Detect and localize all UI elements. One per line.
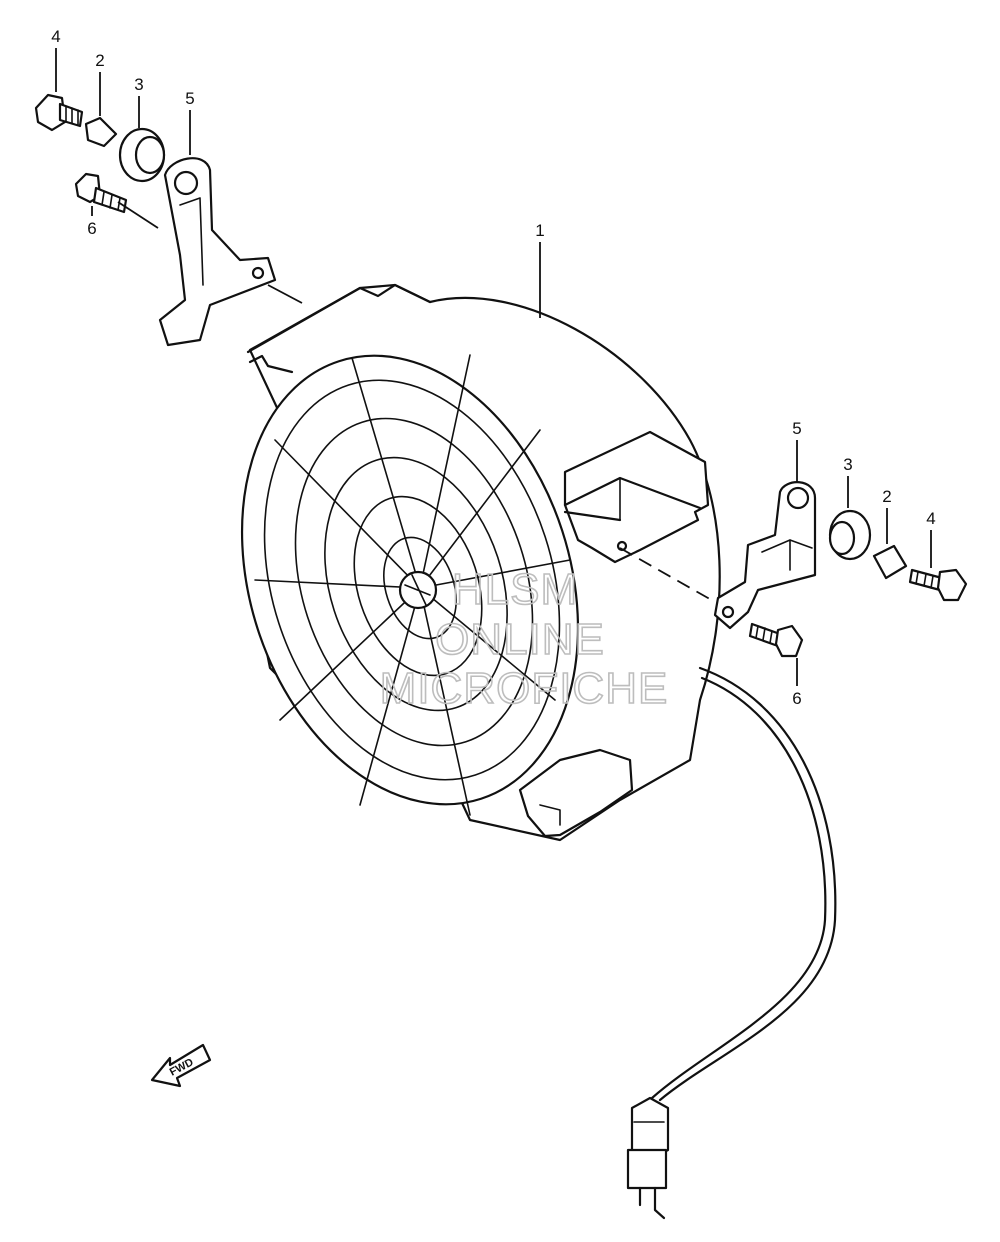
watermark-line-1: HLSM [452, 565, 578, 614]
callout-bracket-right: 5 [792, 419, 801, 438]
bolt-lower-right [748, 622, 804, 658]
callout-bracket-left: 5 [185, 89, 194, 108]
grommet-right [828, 509, 872, 561]
wire-harness [626, 666, 837, 1220]
collar-right [872, 544, 908, 580]
bolt-left [34, 93, 84, 132]
collar-left [84, 116, 118, 148]
watermark-line-3: MICROFICHE [380, 664, 669, 713]
callout-bolt-left: 4 [51, 27, 60, 46]
callout-collar-left: 2 [95, 51, 104, 70]
bracket-left [158, 157, 277, 347]
callout-collar-right: 2 [882, 487, 891, 506]
callout-bolt-right: 4 [926, 509, 935, 528]
callout-bolt-lower-right: 6 [792, 689, 801, 708]
fwd-arrow: FWD [150, 1043, 212, 1088]
bolt-right [908, 568, 968, 602]
bracket-right [713, 481, 817, 630]
fan-assembly [240, 283, 721, 842]
watermark-line-2: ONLINE [435, 615, 605, 664]
callout-fan-assembly: 1 [535, 221, 544, 240]
leader-lines [55, 48, 932, 686]
callout-grommet-right: 3 [843, 455, 852, 474]
bolt-lower-left [74, 172, 128, 214]
watermark: HLSM ONLINE MICROFICHE [379, 564, 669, 714]
callout-labels: 4 2 3 5 6 1 5 3 2 4 6 [51, 27, 935, 708]
callout-bolt-lower-left: 6 [87, 219, 96, 238]
callout-grommet-left: 3 [134, 75, 143, 94]
grommet-left [118, 127, 166, 183]
